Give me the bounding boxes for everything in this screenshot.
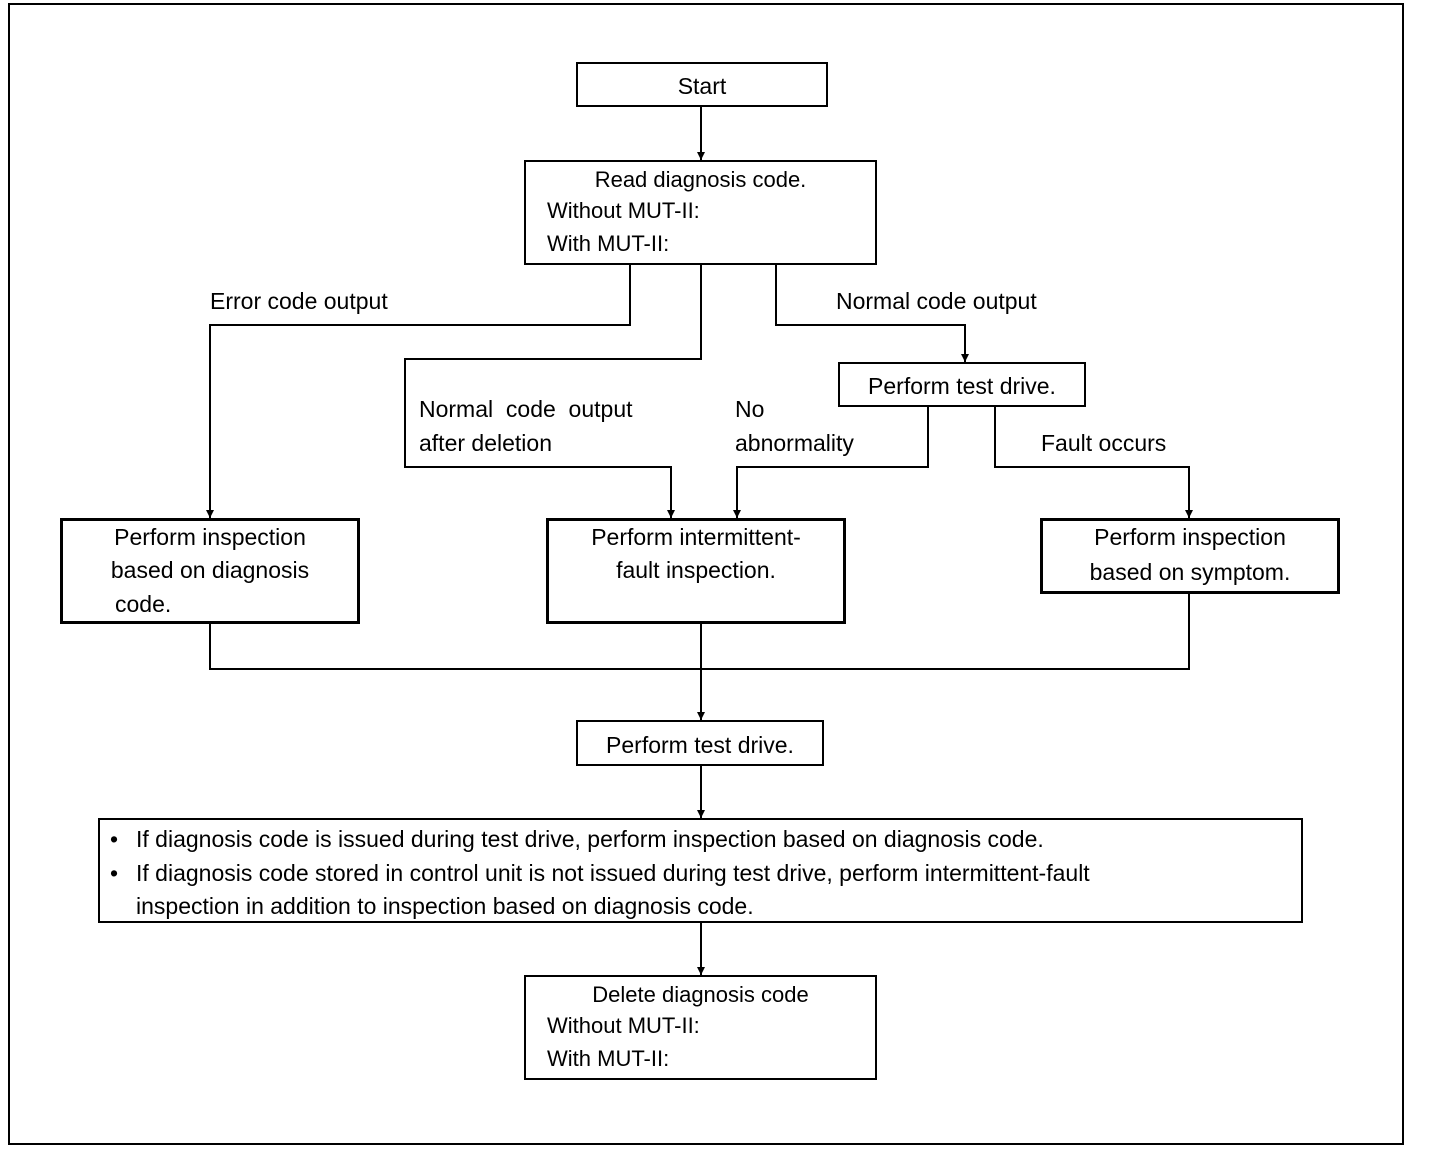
read-diagnosis-code-node: Read diagnosis code. Without MUT-II: Wit…: [524, 160, 877, 265]
edge-fault-occurs: [994, 406, 1193, 518]
instruction-item-1: If diagnosis code is issued during test …: [136, 826, 1044, 852]
instruction-bullet-2: •: [110, 860, 119, 886]
delete-code-without-mut: Without MUT-II:: [547, 1013, 700, 1038]
start-node: Start: [576, 62, 828, 107]
inspect-intermittent-line2: fault inspection.: [616, 557, 776, 583]
test-drive-2-label: Perform test drive.: [606, 732, 794, 758]
inspect-code-line3: code.: [115, 591, 172, 617]
instructions-node: • If diagnosis code is issued during tes…: [98, 818, 1303, 923]
inspect-intermittent-fault-node: Perform intermittent- fault inspection.: [546, 518, 846, 624]
instruction-item-2-line2: inspection in addition to inspection bas…: [136, 893, 754, 919]
read-code-title: Read diagnosis code.: [594, 167, 807, 192]
label-normal-code-output: Normal code output: [836, 288, 1037, 314]
read-code-with-mut: With MUT-II:: [547, 231, 670, 256]
instruction-bullet-1: •: [110, 826, 119, 852]
test-drive-1-node: Perform test drive.: [838, 362, 1086, 407]
delete-diagnosis-code-node: Delete diagnosis code Without MUT-II: Wi…: [524, 975, 877, 1080]
test-drive-2-node: Perform test drive.: [576, 720, 824, 766]
edge-normal-after-deletion: [404, 264, 702, 518]
inspect-symptom-line1: Perform inspection: [1094, 524, 1286, 550]
test-drive-1-label: Perform test drive.: [868, 373, 1056, 399]
edge-error-code: [206, 264, 631, 518]
edge-merge: [209, 593, 1190, 670]
start-label: Start: [677, 73, 727, 99]
delete-code-title: Delete diagnosis code: [592, 982, 809, 1007]
diagram-frame: [8, 3, 1404, 1145]
read-code-without-mut: Without MUT-II:: [547, 198, 700, 223]
edge-no-abnormality: [733, 406, 929, 518]
label-fault-occurs: Fault occurs: [1041, 430, 1167, 456]
label-no-abnormality-2: abnormality: [735, 430, 854, 456]
label-error-code-output: Error code output: [210, 288, 388, 314]
inspect-symptom-node: Perform inspection based on symptom.: [1040, 518, 1340, 594]
instruction-item-2-line1: If diagnosis code stored in control unit…: [136, 860, 1090, 886]
edge-normal-code: [775, 264, 969, 362]
label-no-abnormality-1: No: [735, 396, 765, 422]
inspect-intermittent-line1: Perform intermittent-: [591, 524, 801, 550]
inspect-code-line2: based on diagnosis: [110, 557, 310, 583]
label-normal-after-deletion-2: after deletion: [419, 430, 552, 456]
inspect-code-line1: Perform inspection: [114, 524, 306, 550]
delete-code-with-mut: With MUT-II:: [547, 1046, 670, 1071]
inspect-diagnosis-code-node: Perform inspection based on diagnosis co…: [60, 518, 360, 624]
label-normal-after-deletion-1: Normal code output: [419, 396, 633, 422]
inspect-symptom-line2: based on symptom.: [1089, 559, 1291, 585]
